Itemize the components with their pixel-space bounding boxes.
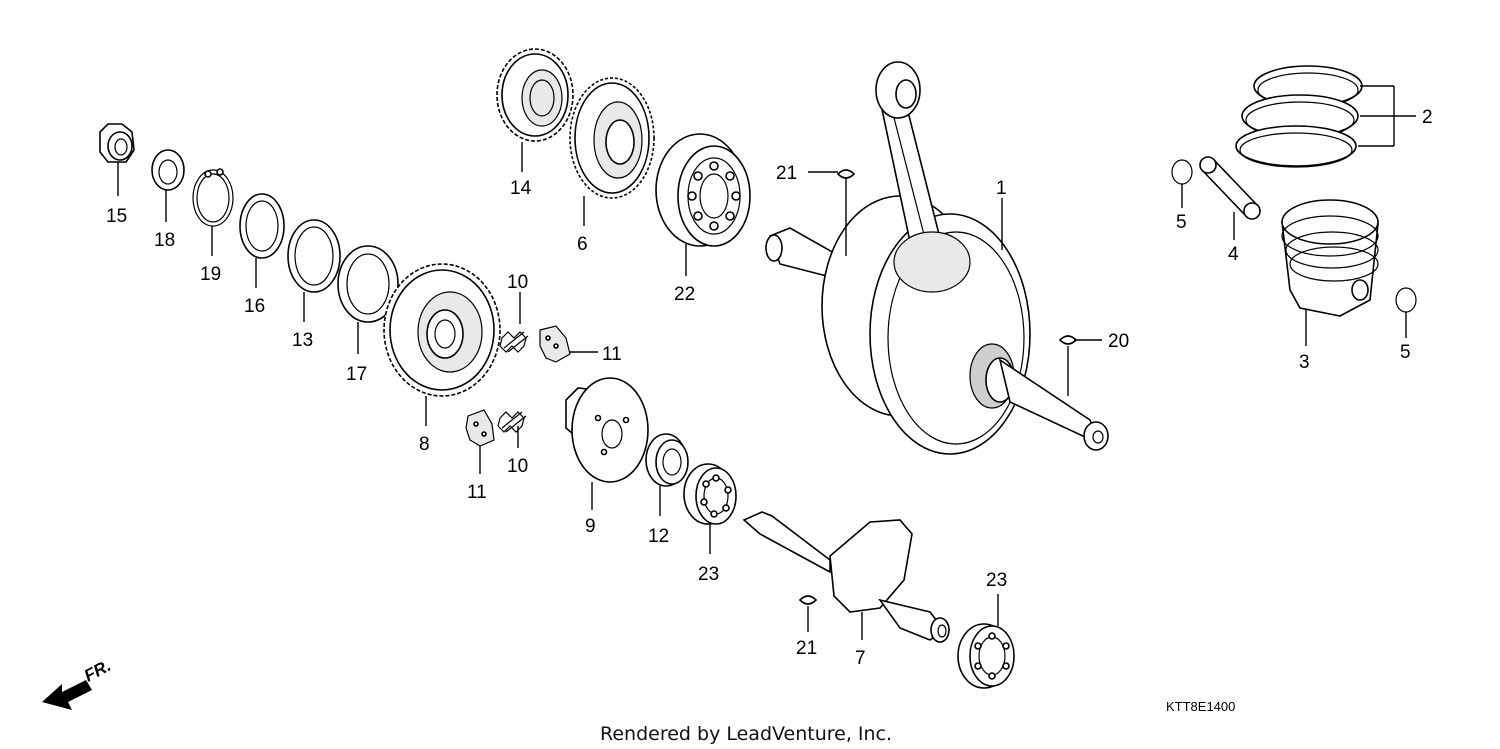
- part-key-20[interactable]: [1058, 335, 1078, 345]
- part-nut-15[interactable]: [99, 123, 135, 163]
- part-key-21-upper[interactable]: [836, 169, 856, 179]
- front-arrow-icon: [42, 680, 92, 710]
- label-11-lower: 11: [467, 482, 487, 503]
- label-23-a: 23: [698, 564, 719, 585]
- label-4: 4: [1228, 244, 1239, 265]
- part-clip-5-right[interactable]: [1395, 287, 1417, 313]
- label-12: 12: [648, 526, 669, 547]
- label-5-right: 5: [1400, 342, 1411, 363]
- part-washer-17[interactable]: [337, 245, 399, 323]
- part-balancer-shaft-7[interactable]: [742, 511, 950, 643]
- part-bearing-23-a[interactable]: [683, 463, 737, 525]
- label-20: 20: [1108, 331, 1129, 352]
- part-washer-18[interactable]: [151, 149, 185, 191]
- label-17: 17: [346, 364, 367, 385]
- label-10-lower: 10: [507, 456, 528, 477]
- part-crankshaft-1[interactable]: [765, 61, 1109, 455]
- label-7: 7: [855, 648, 866, 669]
- part-collar-12[interactable]: [645, 433, 689, 487]
- label-16: 16: [244, 296, 265, 317]
- label-3: 3: [1299, 352, 1310, 373]
- part-washer-16[interactable]: [239, 193, 285, 259]
- label-15: 15: [106, 206, 127, 227]
- part-piston-rings-2[interactable]: [1235, 65, 1363, 168]
- part-piston-pin-4[interactable]: [1199, 156, 1261, 220]
- part-bearing-23-b[interactable]: [957, 623, 1015, 689]
- part-clutch-plate-9[interactable]: [565, 377, 649, 483]
- part-key-21-lower[interactable]: [798, 595, 818, 605]
- label-21-lower: 21: [796, 638, 817, 659]
- label-19: 19: [200, 264, 221, 285]
- diagram-code: KTT8E1400: [1166, 699, 1235, 714]
- part-clip-5-left[interactable]: [1171, 159, 1193, 185]
- part-spring-10-upper[interactable]: [499, 331, 529, 353]
- callout-labels: 15 18 19 16 13 17 8 14 6 22 10 10 11 11 …: [106, 107, 1433, 669]
- label-22: 22: [674, 284, 695, 305]
- label-14: 14: [510, 178, 532, 199]
- part-spring-10-lower[interactable]: [497, 411, 527, 433]
- part-bearing-22[interactable]: [655, 133, 751, 247]
- label-21-upper: 21: [776, 163, 797, 184]
- footer-credit: Rendered by LeadVenture, Inc.: [600, 723, 892, 745]
- label-13: 13: [292, 330, 313, 351]
- front-indicator: FR.: [42, 656, 114, 710]
- label-18: 18: [154, 230, 175, 251]
- part-circlip-19[interactable]: [192, 168, 234, 227]
- label-11-upper: 11: [602, 344, 622, 365]
- label-1: 1: [996, 178, 1007, 199]
- label-5-left: 5: [1176, 212, 1187, 233]
- label-10-upper: 10: [507, 272, 528, 293]
- label-9: 9: [585, 516, 596, 537]
- label-23-b: 23: [986, 570, 1007, 591]
- part-gear-6[interactable]: [569, 77, 655, 199]
- leader-lines: [117, 85, 1416, 640]
- label-8: 8: [419, 434, 430, 455]
- part-piston-3[interactable]: [1281, 199, 1379, 317]
- part-weight-11-upper[interactable]: [539, 325, 571, 363]
- label-2: 2: [1422, 107, 1433, 128]
- part-weight-11-lower[interactable]: [465, 409, 495, 447]
- part-gear-8[interactable]: [383, 263, 501, 397]
- label-6: 6: [577, 234, 588, 255]
- part-gear-14[interactable]: [496, 48, 574, 142]
- part-washer-13[interactable]: [287, 219, 341, 293]
